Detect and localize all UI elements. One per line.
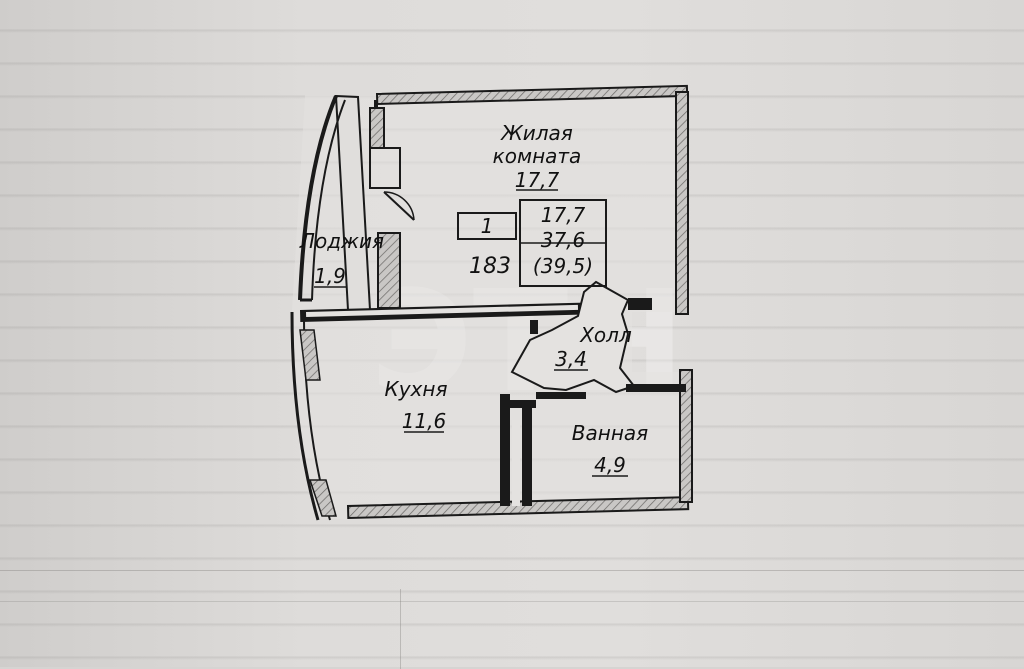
apartment-number: 183	[469, 254, 511, 279]
living-room-walls	[369, 84, 689, 315]
apartment-summary-box	[457, 199, 607, 287]
loggia-name: Лоджия	[299, 229, 384, 253]
total-area-value: 37,6	[541, 228, 586, 252]
hall-area: 3,4	[555, 347, 587, 371]
living-room-name-line1: Жилая	[499, 121, 573, 145]
living-area-value: 17,7	[541, 203, 586, 227]
rooms-count: 1	[481, 214, 494, 238]
living-room-area: 17,7	[515, 168, 560, 192]
kitchen-area: 11,6	[402, 409, 447, 433]
kitchen-outer-wall	[290, 311, 337, 521]
hall-door-arc	[510, 280, 636, 394]
area-with-loggia-value: (39,5)	[533, 254, 593, 278]
central-wall	[300, 298, 652, 322]
living-room-name-line2: комната	[493, 144, 582, 168]
hall-name: Холл	[579, 323, 632, 347]
plan-floor-area	[292, 88, 690, 520]
bathroom-area: 4,9	[594, 453, 626, 477]
bathroom-partition	[500, 320, 686, 506]
blurred-bottom-table	[0, 570, 1024, 669]
kitchen-name: Кухня	[385, 377, 448, 401]
loggia-area: 1,9	[314, 264, 346, 288]
bottom-right-wall	[679, 369, 693, 503]
bathroom-name: Ванная	[572, 421, 648, 445]
